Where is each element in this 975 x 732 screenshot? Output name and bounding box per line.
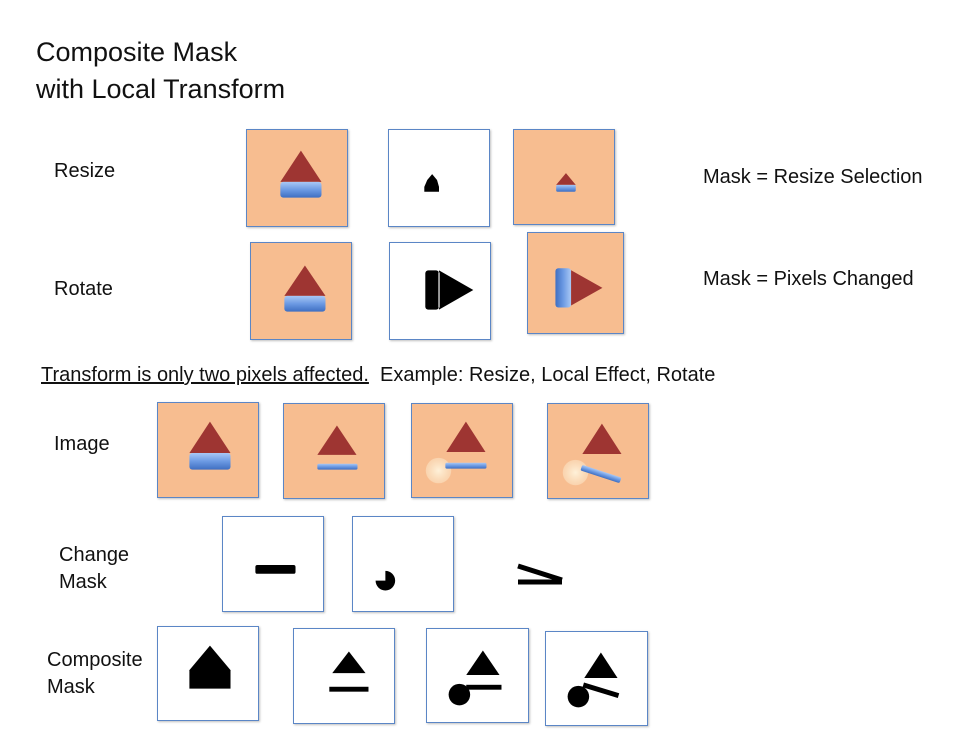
row-label-rotate: Rotate	[54, 278, 113, 300]
composite-mask-shape	[189, 645, 231, 689]
triangle-shape	[284, 265, 326, 296]
bar-shape	[555, 268, 572, 308]
row-label-composite-mask-line-1: Composite	[47, 649, 143, 671]
image-step-1	[157, 402, 259, 498]
change-mask-bar	[255, 564, 296, 574]
change-mask-3	[512, 556, 572, 592]
image-step-2	[283, 403, 385, 499]
triangle-shape	[189, 421, 231, 453]
note-resize: Mask = Resize Selection	[703, 166, 923, 188]
row-label-change-mask-line-1: Change	[59, 544, 130, 566]
example-underlined-text: Transform is only two pixels affected.	[41, 364, 369, 386]
bar-shape	[317, 463, 358, 470]
row-label-change-mask: Change Mask	[59, 542, 129, 596]
composite-mask-triangle	[466, 650, 500, 676]
bar-shape	[189, 452, 231, 470]
composite-mask-2	[293, 628, 395, 724]
local-effect-spot	[425, 457, 452, 484]
triangle-shape	[556, 173, 576, 185]
triangle-shape	[582, 423, 622, 454]
row-label-image: Image	[54, 433, 110, 455]
composite-mask-bar	[466, 684, 502, 690]
bar-shape	[580, 465, 621, 483]
triangle-shape	[446, 421, 486, 452]
triangle-shape	[280, 150, 322, 182]
rotate-result-image	[527, 232, 624, 334]
resize-result-image	[513, 129, 615, 225]
bar-shape	[556, 184, 576, 192]
change-mask-1	[222, 516, 324, 612]
composite-mask-spot	[448, 683, 471, 706]
example-line: Transform is only two pixels affected. E…	[41, 364, 715, 387]
row-label-composite-mask: Composite Mask	[47, 647, 143, 701]
image-step-4	[547, 403, 649, 499]
local-effect-spot	[562, 459, 589, 486]
rotate-original-image	[250, 242, 352, 340]
resize-mask-shape	[424, 174, 439, 192]
composite-mask-bar	[582, 682, 620, 698]
title-line-1: Composite Mask	[36, 37, 238, 67]
composite-mask-spot	[567, 685, 590, 708]
bar-shape	[284, 295, 326, 312]
composite-mask-3	[426, 628, 529, 723]
page-title: Composite Mask with Local Transform	[36, 34, 285, 108]
rotate-mask	[389, 242, 491, 340]
title-line-2: with Local Transform	[36, 74, 286, 104]
note-rotate: Mask = Pixels Changed	[703, 268, 914, 290]
image-step-3	[411, 403, 513, 498]
row-label-change-mask-line-2: Mask	[59, 571, 107, 593]
triangle-shape	[317, 425, 357, 455]
composite-mask-triangle	[584, 652, 618, 679]
composite-mask-bar	[329, 686, 369, 692]
rotate-mask-bar	[425, 270, 440, 310]
triangle-shape	[571, 270, 603, 306]
composite-mask-4	[545, 631, 648, 726]
resize-mask	[388, 129, 490, 227]
rotate-mask-triangle	[439, 270, 474, 310]
bar-shape	[445, 462, 487, 469]
change-mask-pacman	[375, 570, 396, 591]
change-mask-2	[352, 516, 454, 612]
change-mask-line-angled	[517, 563, 563, 583]
composite-mask-triangle	[332, 651, 366, 674]
example-text: Example: Resize, Local Effect, Rotate	[380, 364, 716, 386]
bar-shape	[280, 181, 322, 198]
row-label-resize: Resize	[54, 160, 116, 182]
resize-original-image	[246, 129, 348, 227]
row-label-composite-mask-line-2: Mask	[47, 676, 95, 698]
composite-mask-1	[157, 626, 259, 721]
